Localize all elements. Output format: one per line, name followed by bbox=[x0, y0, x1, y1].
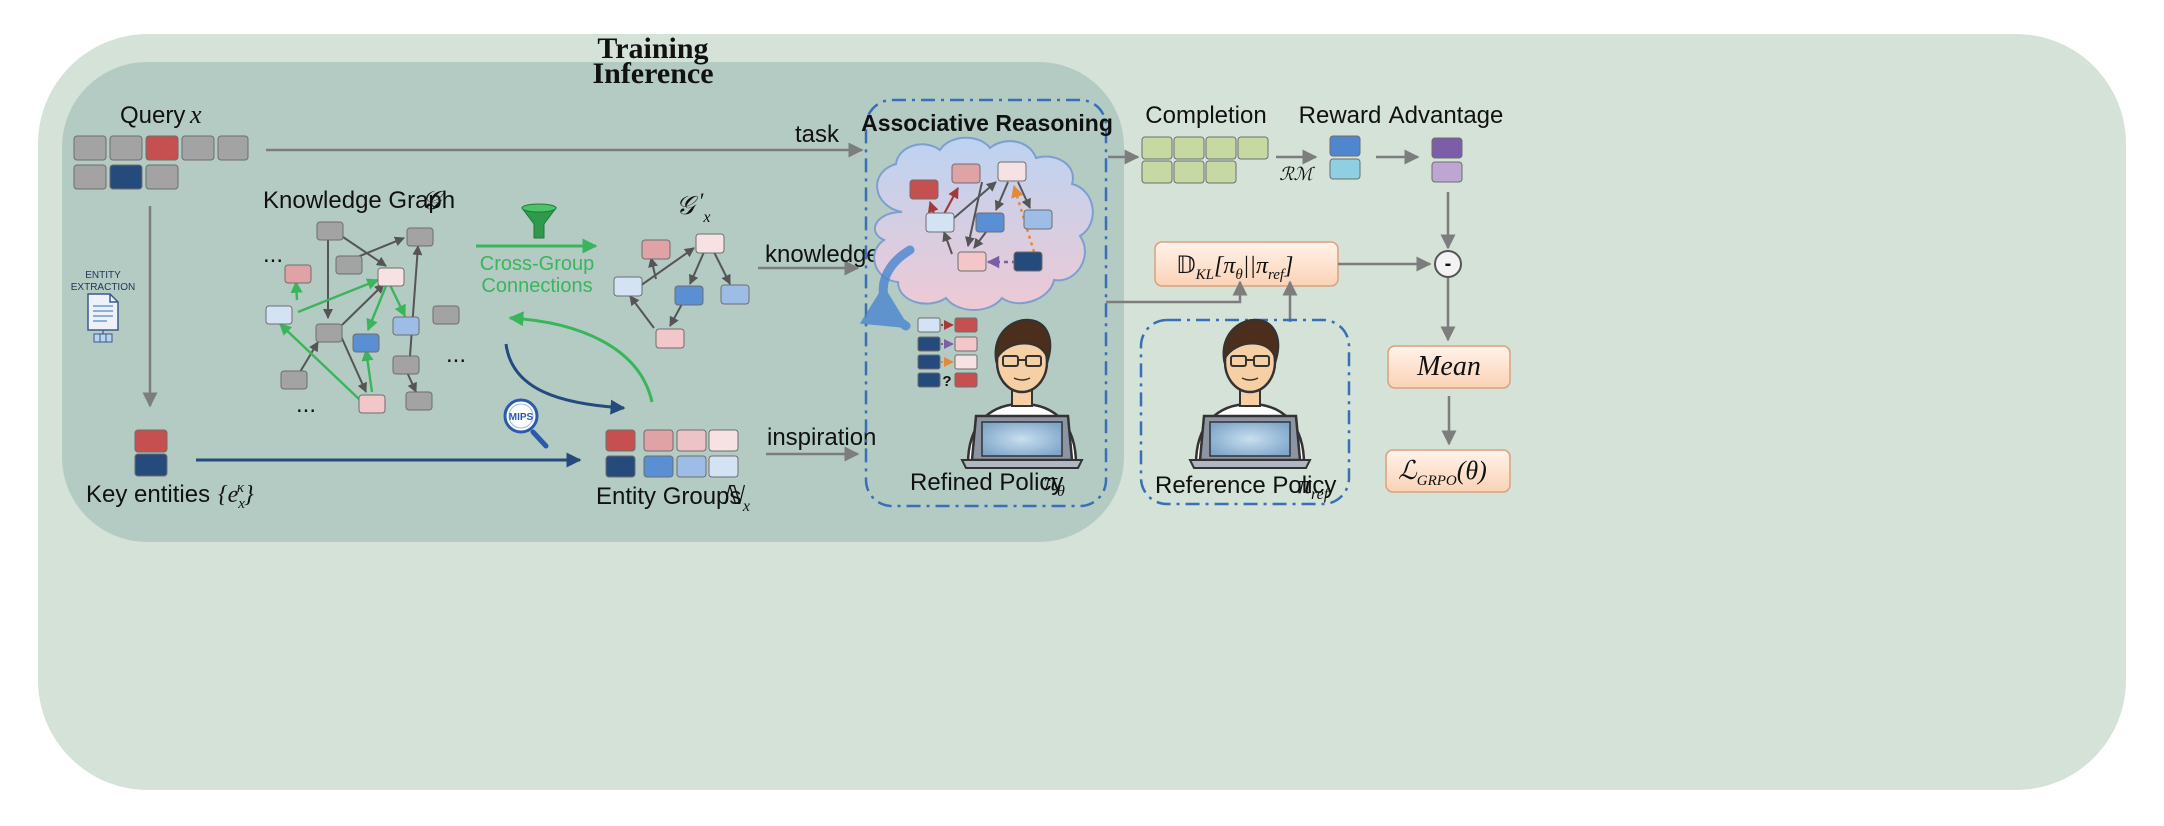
refined-policy-person-icon bbox=[960, 318, 1084, 469]
association-pairs bbox=[917, 317, 978, 388]
entity-groups-symbol: ℕx bbox=[722, 481, 750, 515]
task-label: task bbox=[795, 121, 840, 148]
query-token bbox=[145, 164, 179, 190]
extraction-label-line2: EXTRACTION bbox=[71, 282, 135, 293]
query-token bbox=[181, 135, 215, 161]
advantage-label: Advantage bbox=[1389, 102, 1504, 129]
filter-icon bbox=[521, 203, 557, 239]
reward-token bbox=[1329, 135, 1361, 157]
knowledge-label: knowledge bbox=[765, 241, 880, 268]
query-token bbox=[217, 135, 249, 161]
training-title: Training bbox=[597, 32, 708, 65]
reference-policy-box bbox=[1139, 318, 1351, 506]
completion-label: Completion bbox=[1145, 102, 1266, 129]
completion-token bbox=[1141, 160, 1173, 184]
completion-token bbox=[1205, 136, 1237, 160]
inspiration-label: inspiration bbox=[767, 424, 876, 451]
reference-policy-symbol: πref bbox=[1298, 470, 1331, 503]
document-icon bbox=[87, 293, 119, 343]
advantage-token bbox=[1431, 137, 1463, 159]
loss-box bbox=[1385, 449, 1511, 493]
key-entities-label: Key entities bbox=[86, 481, 210, 508]
completion-token bbox=[1205, 160, 1237, 184]
reasoning-cloud bbox=[873, 136, 1094, 311]
extraction-label-bg bbox=[66, 268, 140, 292]
mean-box bbox=[1387, 345, 1511, 389]
inference-title: Inference bbox=[592, 57, 713, 90]
advantage-token bbox=[1431, 161, 1463, 183]
associative-reasoning-title: Associative Reasoning bbox=[861, 110, 1113, 136]
association-question-mark: ? bbox=[942, 373, 951, 390]
groups-to-filter-arrow bbox=[508, 311, 654, 403]
query-token bbox=[145, 135, 179, 161]
query-token bbox=[109, 164, 143, 190]
key-entity bbox=[134, 429, 168, 453]
mips-magnifier-icon bbox=[503, 398, 549, 449]
cross-group-label-line2: Connections bbox=[481, 275, 592, 297]
reward-token bbox=[1329, 158, 1361, 180]
entity-groups bbox=[605, 429, 739, 478]
reference-policy-person-icon bbox=[1188, 318, 1312, 469]
cross-group-label-line1: Cross-Group bbox=[480, 253, 594, 275]
graph-ellipsis: ... bbox=[296, 391, 316, 418]
refined-graph bbox=[613, 233, 750, 349]
subtract-symbol: - bbox=[1445, 253, 1452, 275]
refined-graph-symbol: 𝒢′x bbox=[676, 188, 710, 226]
key-entity bbox=[134, 453, 168, 477]
completion-token bbox=[1141, 136, 1173, 160]
knowledge-graph-symbol: 𝒢 bbox=[422, 186, 445, 215]
graph-ellipsis: ... bbox=[446, 341, 466, 368]
completion-token bbox=[1173, 136, 1205, 160]
key-entities-math: {exκ} bbox=[218, 480, 254, 512]
kl-divergence-formula: 𝔻KL[πθ||πref] bbox=[1176, 253, 1293, 283]
policy-to-kl-arrow bbox=[1106, 280, 1248, 304]
inference-region bbox=[62, 62, 1124, 542]
refined-policy-symbol: πθ bbox=[1044, 467, 1065, 500]
query-symbol: x bbox=[189, 100, 202, 129]
reward-model-label: ℛℳ bbox=[1279, 164, 1315, 184]
query-token bbox=[109, 135, 143, 161]
entity-groups-label: Entity Groups bbox=[596, 483, 741, 510]
reference-policy-label: Reference Policy bbox=[1155, 472, 1336, 499]
query-token bbox=[73, 135, 107, 161]
reward-label: Reward bbox=[1299, 102, 1382, 129]
extraction-label-line1: ENTITY bbox=[85, 270, 121, 281]
knowledge-graph-label: Knowledge Graph bbox=[263, 187, 455, 214]
mips-retrieval-arrow bbox=[504, 343, 626, 415]
query-tokens bbox=[73, 135, 249, 190]
subtract-node bbox=[1434, 250, 1462, 278]
completion-tokens bbox=[1141, 136, 1269, 184]
graph-ellipsis: ... bbox=[263, 241, 283, 268]
completion-token bbox=[1237, 136, 1269, 160]
cloud-to-policy-arrow bbox=[859, 245, 915, 331]
refined-policy-label: Refined Policy bbox=[910, 469, 1063, 496]
loss-formula: ℒGRPO(θ) bbox=[1398, 456, 1487, 489]
query-token bbox=[73, 164, 107, 190]
mean-label: Mean bbox=[1416, 351, 1481, 382]
completion-token bbox=[1173, 160, 1205, 184]
mips-label: MIPS bbox=[509, 412, 534, 423]
knowledge-graph bbox=[265, 221, 460, 414]
query-label: Query bbox=[120, 102, 185, 129]
